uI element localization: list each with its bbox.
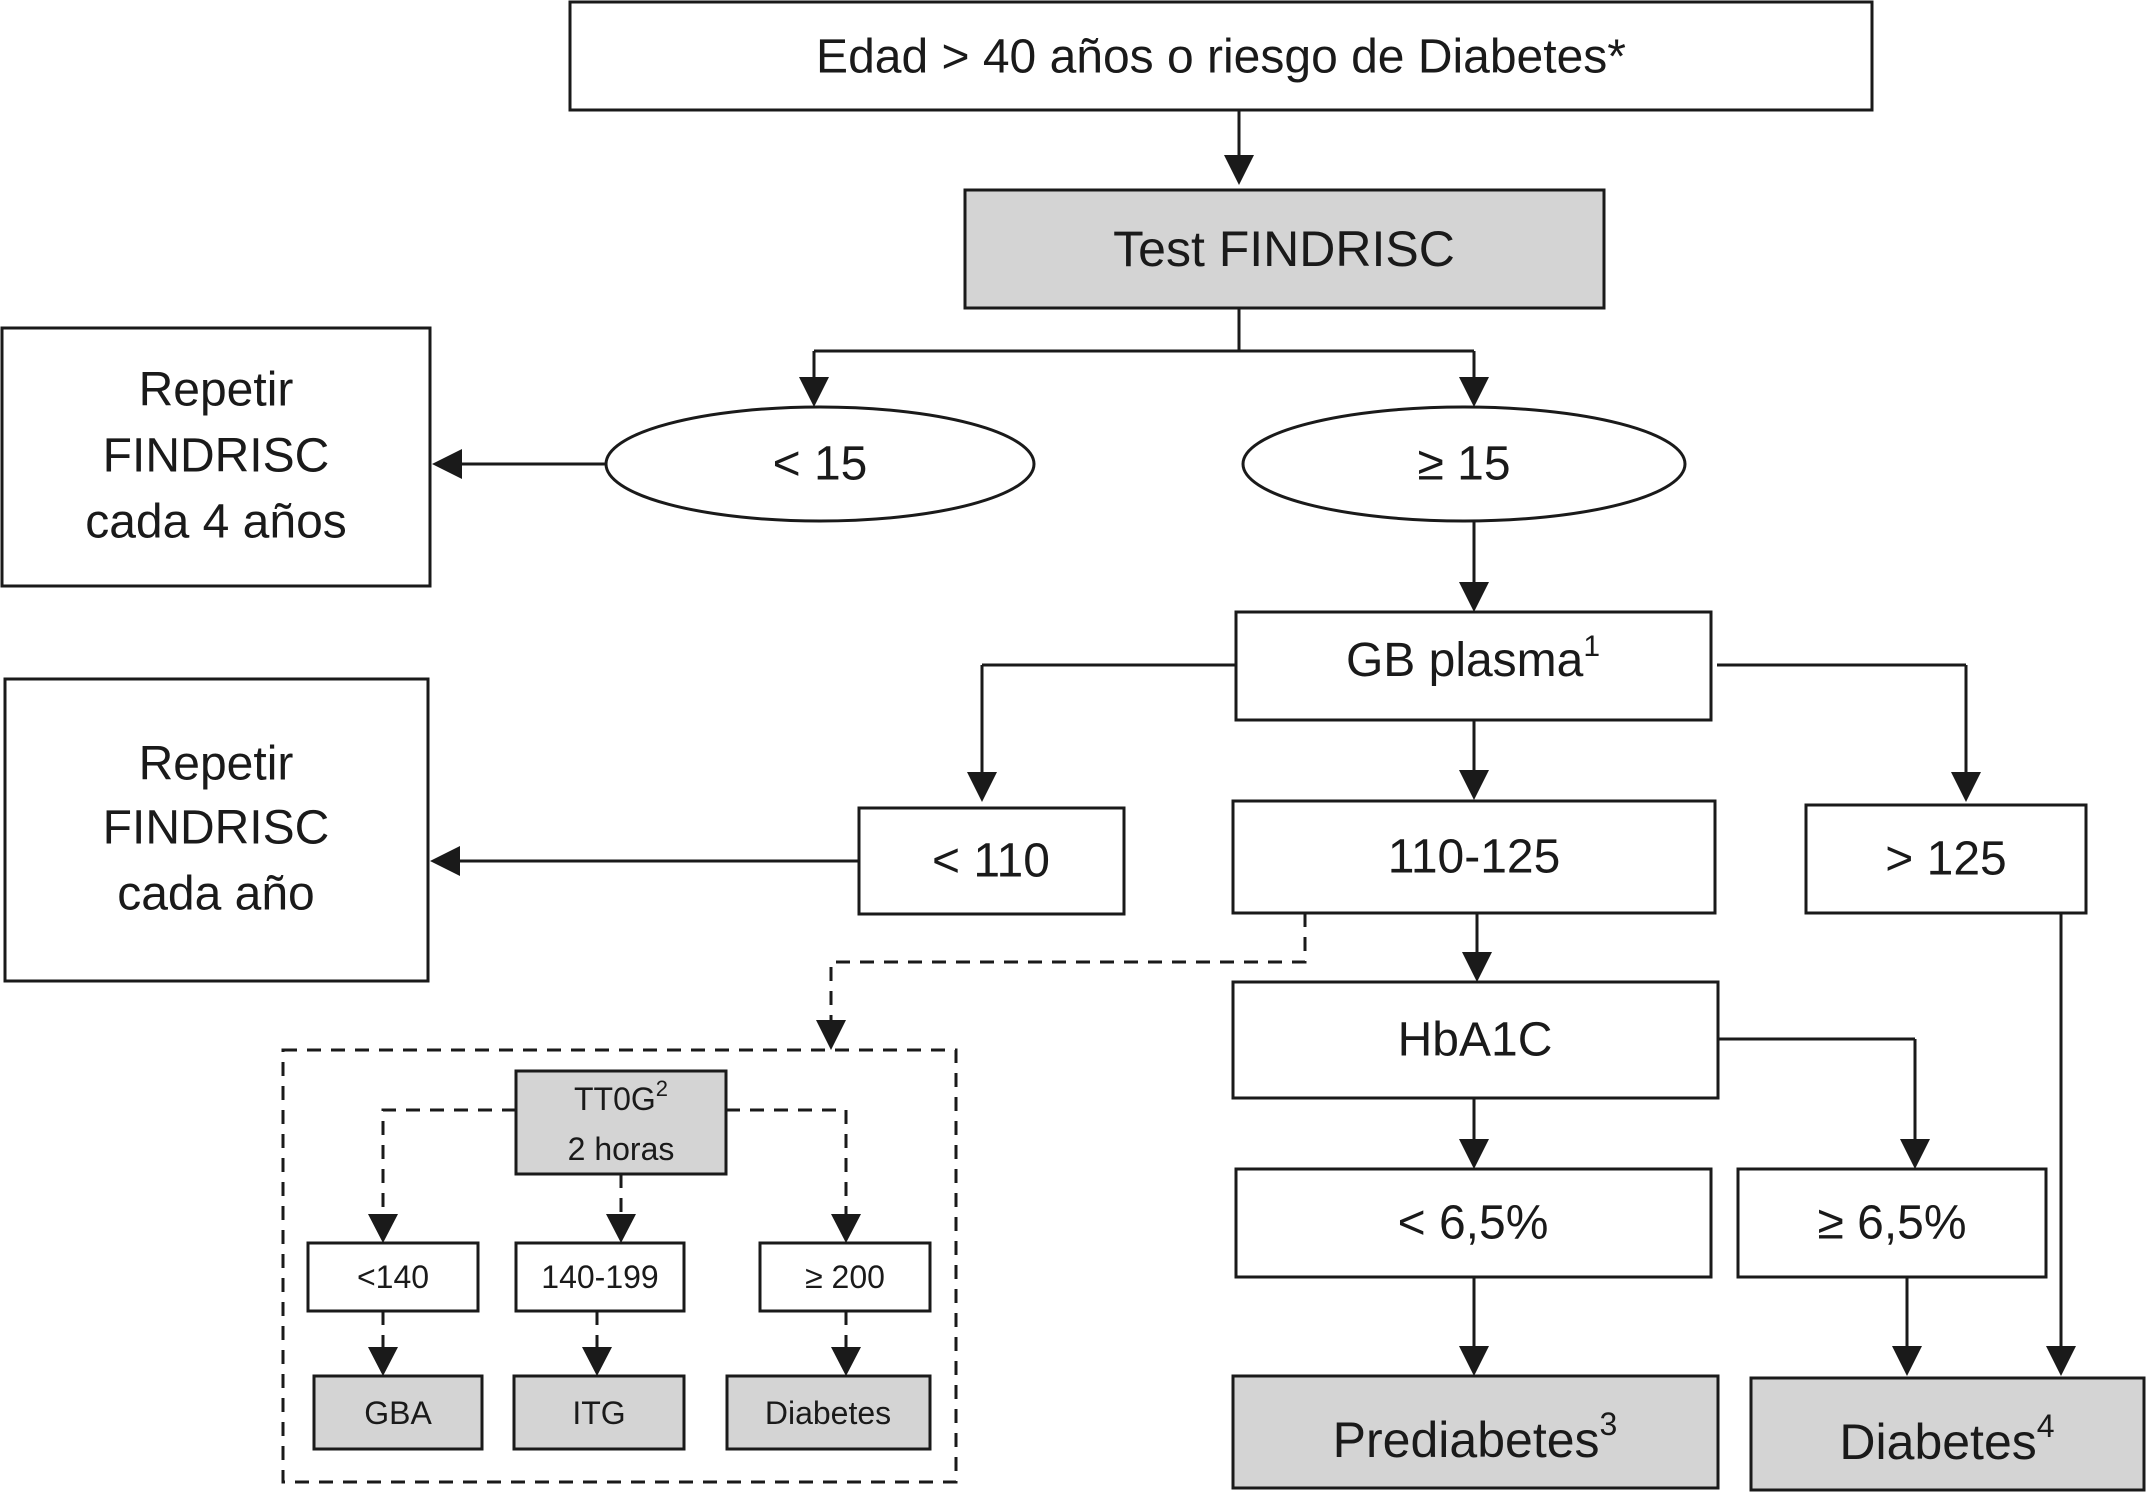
ttog-group-frame bbox=[281, 1048, 958, 1484]
diabetes-text: Diabetes bbox=[1839, 1414, 2036, 1470]
itg-label: ITG bbox=[572, 1395, 625, 1431]
ttog-low-label: <140 bbox=[357, 1259, 429, 1295]
findrisc-test-label: Test FINDRISC bbox=[1113, 221, 1455, 277]
connectors bbox=[430, 110, 2076, 1376]
gb-mid-node: 110-125 bbox=[1231, 799, 1717, 915]
repeat-1y-line-1: Repetir bbox=[139, 738, 294, 791]
repeat-4-years-node: Repetir FINDRISC cada 4 años bbox=[0, 326, 432, 588]
prediabetes-node: Prediabetes3 bbox=[1231, 1374, 1720, 1490]
hba1c-high-node: ≥ 6,5% bbox=[1736, 1167, 2048, 1279]
gb-plasma-sup: 1 bbox=[1583, 630, 1600, 663]
gb-plasma-label: GB plasma1 bbox=[1346, 630, 1600, 687]
repeat-1y-line-3: cada año bbox=[117, 868, 315, 921]
gb-low-label: < 110 bbox=[932, 835, 1050, 888]
diabetes-ttog-label: Diabetes bbox=[765, 1395, 891, 1431]
gba-node: GBA bbox=[312, 1374, 484, 1451]
repeat-1y-line-2: FINDRISC bbox=[103, 802, 330, 855]
gb-mid-label: 110-125 bbox=[1388, 831, 1561, 884]
gb-plasma-text: GB plasma bbox=[1346, 634, 1584, 687]
hba1c-low-node: < 6,5% bbox=[1234, 1167, 1713, 1279]
gb-plasma-node: GB plasma1 bbox=[1234, 610, 1713, 722]
hba1c-node: HbA1C bbox=[1231, 980, 1720, 1100]
score-low-label: < 15 bbox=[773, 438, 868, 491]
gb-high-label: > 125 bbox=[1885, 833, 2006, 886]
ttog-high-node: ≥ 200 bbox=[758, 1241, 932, 1313]
repeat-4y-line-1: Repetir bbox=[139, 364, 294, 417]
repeat-4y-line-3: cada 4 años bbox=[85, 496, 347, 549]
ttog-mid-node: 140-199 bbox=[514, 1241, 686, 1313]
score-low-node: < 15 bbox=[604, 405, 1036, 523]
start-label: Edad > 40 años o riesgo de Diabetes* bbox=[816, 31, 1626, 84]
hba1c-label: HbA1C bbox=[1398, 1014, 1553, 1067]
start-node: Edad > 40 años o riesgo de Diabetes* bbox=[568, 0, 1874, 112]
score-high-label: ≥ 15 bbox=[1417, 438, 1510, 491]
ttog-text: TT0G bbox=[574, 1081, 656, 1117]
diabetes-label: Diabetes4 bbox=[1839, 1408, 2054, 1470]
diabetes-sup: 4 bbox=[2037, 1408, 2055, 1444]
gb-low-node: < 110 bbox=[857, 806, 1126, 916]
prediabetes-text: Prediabetes bbox=[1333, 1412, 1600, 1468]
diabetes-ttog-node: Diabetes bbox=[725, 1374, 932, 1451]
prediabetes-sup: 3 bbox=[1600, 1406, 1618, 1442]
hba1c-high-label: ≥ 6,5% bbox=[1817, 1197, 1966, 1250]
prediabetes-label: Prediabetes3 bbox=[1333, 1406, 1618, 1468]
gba-label: GBA bbox=[364, 1395, 432, 1431]
ttog-high-label: ≥ 200 bbox=[805, 1259, 885, 1295]
gb-high-node: > 125 bbox=[1804, 803, 2088, 915]
findrisc-test-node: Test FINDRISC bbox=[963, 188, 1606, 310]
ttog-label: TT0G2 bbox=[574, 1076, 668, 1117]
ttog-node: TT0G2 2 horas bbox=[514, 1069, 728, 1176]
repeat-4y-line-2: FINDRISC bbox=[103, 430, 330, 483]
ttog-sup: 2 bbox=[656, 1076, 668, 1101]
hba1c-low-label: < 6,5% bbox=[1398, 1197, 1549, 1250]
ttog-low-node: <140 bbox=[306, 1241, 480, 1313]
score-high-node: ≥ 15 bbox=[1241, 405, 1687, 523]
itg-node: ITG bbox=[512, 1374, 686, 1451]
dashed-connectors bbox=[281, 913, 1307, 1484]
ttog-mid-label: 140-199 bbox=[541, 1259, 658, 1295]
diabetes-node: Diabetes4 bbox=[1749, 1376, 2146, 1492]
repeat-yearly-node: Repetir FINDRISC cada año bbox=[3, 677, 430, 983]
ttog-line-2: 2 horas bbox=[568, 1131, 675, 1167]
